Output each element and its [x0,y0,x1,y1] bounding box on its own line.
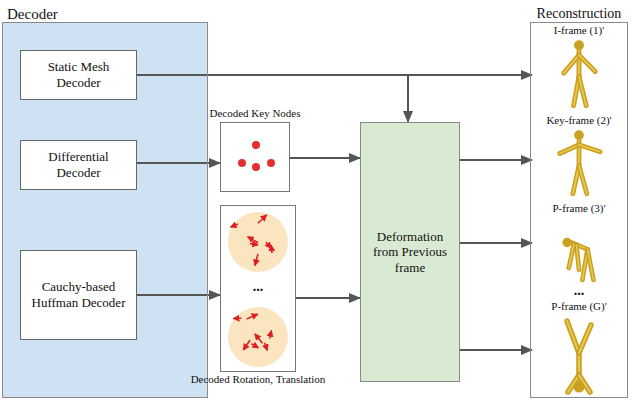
decoder-box: Static Mesh Decoder [20,50,137,100]
figure-highlight [579,166,587,194]
decoder-panel: DecoderStatic Mesh DecoderDifferential D… [2,22,208,398]
rotation-arrow [248,237,258,243]
panel-fill [2,22,208,398]
reconstruction-panel: ReconstructionI-frame (1)'Key-frame (2)'… [530,22,628,398]
figure-head [574,40,584,50]
figure-highlight [588,249,594,280]
frame-label: P-frame (G)' [532,300,626,313]
deformation-box: Deformation from Previous frame [360,122,460,382]
figure-highlight [579,77,586,106]
connector-arrow [290,157,360,159]
ellipsis-label: ... [532,284,626,298]
frame-item: P-frame (3)' [532,202,626,286]
figure-limb [579,55,595,71]
figure-limb [560,145,579,154]
figure-head [562,238,571,247]
figure-limb [564,55,579,73]
figure-highlight [576,245,579,270]
panel-fill [530,22,628,398]
figure-highlight [567,321,579,353]
frame-label: Key-frame (2)' [532,114,626,127]
rotation-disc [228,212,288,272]
figure-limb [579,166,587,194]
figure-limb [579,325,591,353]
figure-head [574,382,585,393]
box-label: Deformation from Previous frame [367,229,453,276]
frame-label: I-frame (1)' [532,24,626,37]
rotation-arrow [258,215,267,223]
key-node-dot [252,163,260,171]
ellipsis-label: ... [220,280,296,294]
figure-limb [588,249,594,280]
human-figure [532,39,626,111]
figure-limb [576,245,579,270]
rotation-arrow [266,242,271,248]
decoder-box: Differential Decoder [20,140,137,190]
human-figure [532,315,626,395]
figure-head [574,130,584,140]
frame-item: I-frame (1)' [532,24,626,112]
figure-highlight [560,145,579,154]
figure-limb [579,77,586,106]
panel-heading: Decoder [7,5,87,23]
key-node-dot [238,159,246,167]
rotation-arrow [265,343,268,351]
connector-arrow [296,297,360,299]
figure-highlight [579,55,595,71]
figure-highlight [569,244,574,268]
box-caption: Decoded Key Nodes [200,107,310,120]
rotation-arrow [250,244,258,245]
figure-highlight [564,55,579,73]
frame-label: P-frame (3)' [532,202,626,215]
rotation-arrow [270,331,272,339]
rotation-arrow [255,334,263,343]
key-node-dots [221,123,289,191]
panel-heading: Reconstruction [524,5,634,23]
box-label: Differential Decoder [27,149,130,180]
key-node-dot [267,159,275,167]
rotation-arrow [255,254,258,266]
figure-highlight [579,145,600,152]
connector-arrow [460,159,532,161]
figure-limb [567,321,579,353]
decoder-box: Cauchy-based Huffman Decoder [20,250,137,340]
connector-arrow [137,75,408,122]
human-figure [532,217,626,285]
rotation-arrow [243,340,250,350]
key-node-dot [252,141,260,149]
figure-limb [569,244,574,268]
rotation-disc [228,307,288,367]
box-label: Static Mesh Decoder [27,59,130,90]
frame-item: Key-frame (2)' [532,114,626,200]
key-node-box: Decoded Key Nodes [220,122,290,192]
rotation-arrow [247,314,258,319]
frame-item: P-frame (G)' [532,300,626,396]
rotation-arrow [251,344,258,348]
figure-limb [579,145,600,152]
box-label: Cauchy-based Huffman Decoder [27,279,130,310]
connector-arrow [460,242,532,244]
box-caption: Decoded Rotation, Translation [188,373,328,386]
human-figure [532,129,626,199]
rotation-arrow [233,317,241,319]
connector-arrow [460,349,532,351]
figure-highlight [579,325,591,353]
rotation-arrow [270,245,272,253]
rotation-arrow [231,224,238,227]
